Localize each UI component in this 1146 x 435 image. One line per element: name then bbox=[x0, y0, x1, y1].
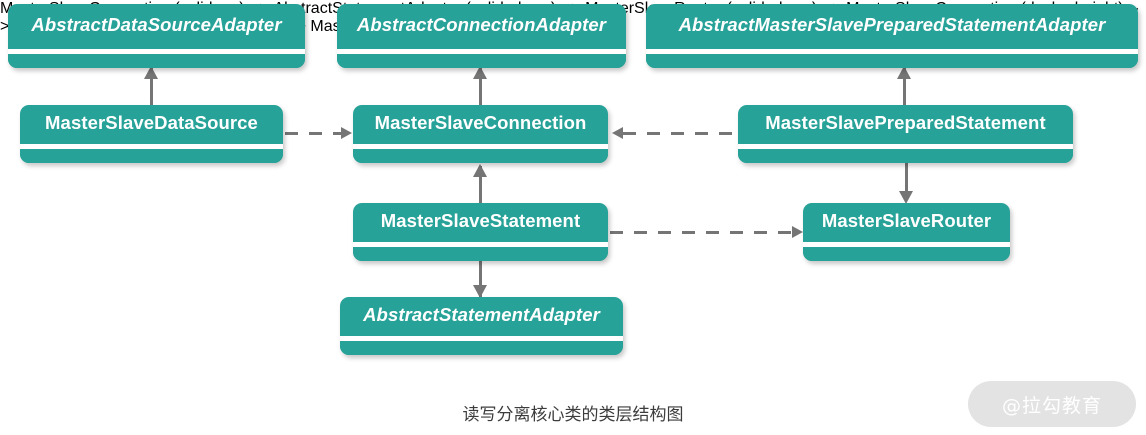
class-name-master-slave-prepared-statement: MasterSlavePreparedStatement bbox=[765, 112, 1046, 134]
class-members-compartment bbox=[353, 247, 608, 261]
arrowhead-statement-to-statement-adapter bbox=[473, 285, 487, 298]
class-compartment-separator bbox=[8, 47, 305, 54]
arrowhead-connection-extends-adapter bbox=[473, 66, 487, 79]
class-members-compartment bbox=[738, 149, 1073, 163]
class-box-abstract-connection-adapter[interactable]: AbstractConnectionAdapter bbox=[337, 4, 626, 68]
class-members-compartment bbox=[646, 54, 1138, 68]
class-box-master-slave-prepared-statement[interactable]: MasterSlavePreparedStatement bbox=[738, 105, 1073, 163]
class-compartment-separator bbox=[803, 240, 1010, 247]
class-name-master-slave-connection: MasterSlaveConnection bbox=[374, 112, 587, 134]
arrowhead-prepared-statement-to-connection bbox=[612, 127, 623, 139]
class-compartment-separator bbox=[340, 334, 623, 341]
watermark-badge: @拉勾教育 bbox=[968, 381, 1136, 427]
arrowhead-statement-to-connection bbox=[473, 164, 487, 177]
connector-statement-to-statement-adapter bbox=[479, 258, 482, 298]
connector-prepared-statement-extends-adapter bbox=[903, 68, 906, 108]
class-members-compartment bbox=[803, 247, 1010, 261]
class-compartment-separator bbox=[646, 47, 1138, 54]
class-members-compartment bbox=[8, 54, 305, 68]
arrowhead-statement-to-router bbox=[792, 226, 803, 238]
class-box-master-slave-statement[interactable]: MasterSlaveStatement bbox=[353, 203, 608, 261]
arrowhead-prepared-statement-to-router bbox=[899, 191, 913, 204]
class-name-abstract-data-source-adapter: AbstractDataSourceAdapter bbox=[31, 14, 282, 36]
class-name-master-slave-data-source: MasterSlaveDataSource bbox=[45, 112, 258, 134]
connector-data-source-to-connection bbox=[285, 132, 341, 135]
class-box-master-slave-data-source[interactable]: MasterSlaveDataSource bbox=[20, 105, 283, 163]
arrowhead-prepared-statement-extends-adapter bbox=[897, 66, 911, 79]
class-compartment-separator bbox=[20, 142, 283, 149]
class-name-abstract-statement-adapter: AbstractStatementAdapter bbox=[363, 304, 600, 326]
class-box-master-slave-connection[interactable]: MasterSlaveConnection bbox=[353, 105, 608, 163]
class-box-abstract-master-slave-prepared-statement-adapter[interactable]: AbstractMasterSlavePreparedStatementAdap… bbox=[646, 4, 1138, 68]
class-compartment-separator bbox=[738, 142, 1073, 149]
class-box-abstract-statement-adapter[interactable]: AbstractStatementAdapter bbox=[340, 297, 623, 355]
class-name-abstract-connection-adapter: AbstractConnectionAdapter bbox=[356, 14, 607, 36]
class-compartment-separator bbox=[353, 142, 608, 149]
class-name-master-slave-router: MasterSlaveRouter bbox=[821, 210, 992, 232]
connector-data-source-extends-adapter bbox=[150, 68, 153, 108]
class-members-compartment bbox=[20, 149, 283, 163]
connector-connection-extends-adapter bbox=[479, 68, 482, 108]
class-members-compartment bbox=[353, 149, 608, 163]
class-compartment-separator bbox=[337, 47, 626, 54]
connector-prepared-statement-to-connection bbox=[623, 132, 738, 135]
class-members-compartment bbox=[340, 341, 623, 355]
diagram-caption: 读写分离核心类的类层结构图 bbox=[462, 405, 684, 425]
connector-statement-to-router bbox=[610, 231, 792, 234]
class-members-compartment bbox=[337, 54, 626, 68]
arrowhead-data-source-extends-adapter bbox=[144, 66, 158, 79]
class-compartment-separator bbox=[353, 240, 608, 247]
arrowhead-data-source-to-connection bbox=[341, 127, 352, 139]
class-name-abstract-master-slave-prepared-statement-adapter: AbstractMasterSlavePreparedStatementAdap… bbox=[678, 14, 1106, 36]
connector-prepared-statement-to-router bbox=[905, 160, 908, 200]
class-box-abstract-data-source-adapter[interactable]: AbstractDataSourceAdapter bbox=[8, 4, 305, 68]
class-box-master-slave-router[interactable]: MasterSlaveRouter bbox=[803, 203, 1010, 261]
class-name-master-slave-statement: MasterSlaveStatement bbox=[380, 210, 581, 232]
connector-statement-to-connection bbox=[479, 166, 482, 206]
